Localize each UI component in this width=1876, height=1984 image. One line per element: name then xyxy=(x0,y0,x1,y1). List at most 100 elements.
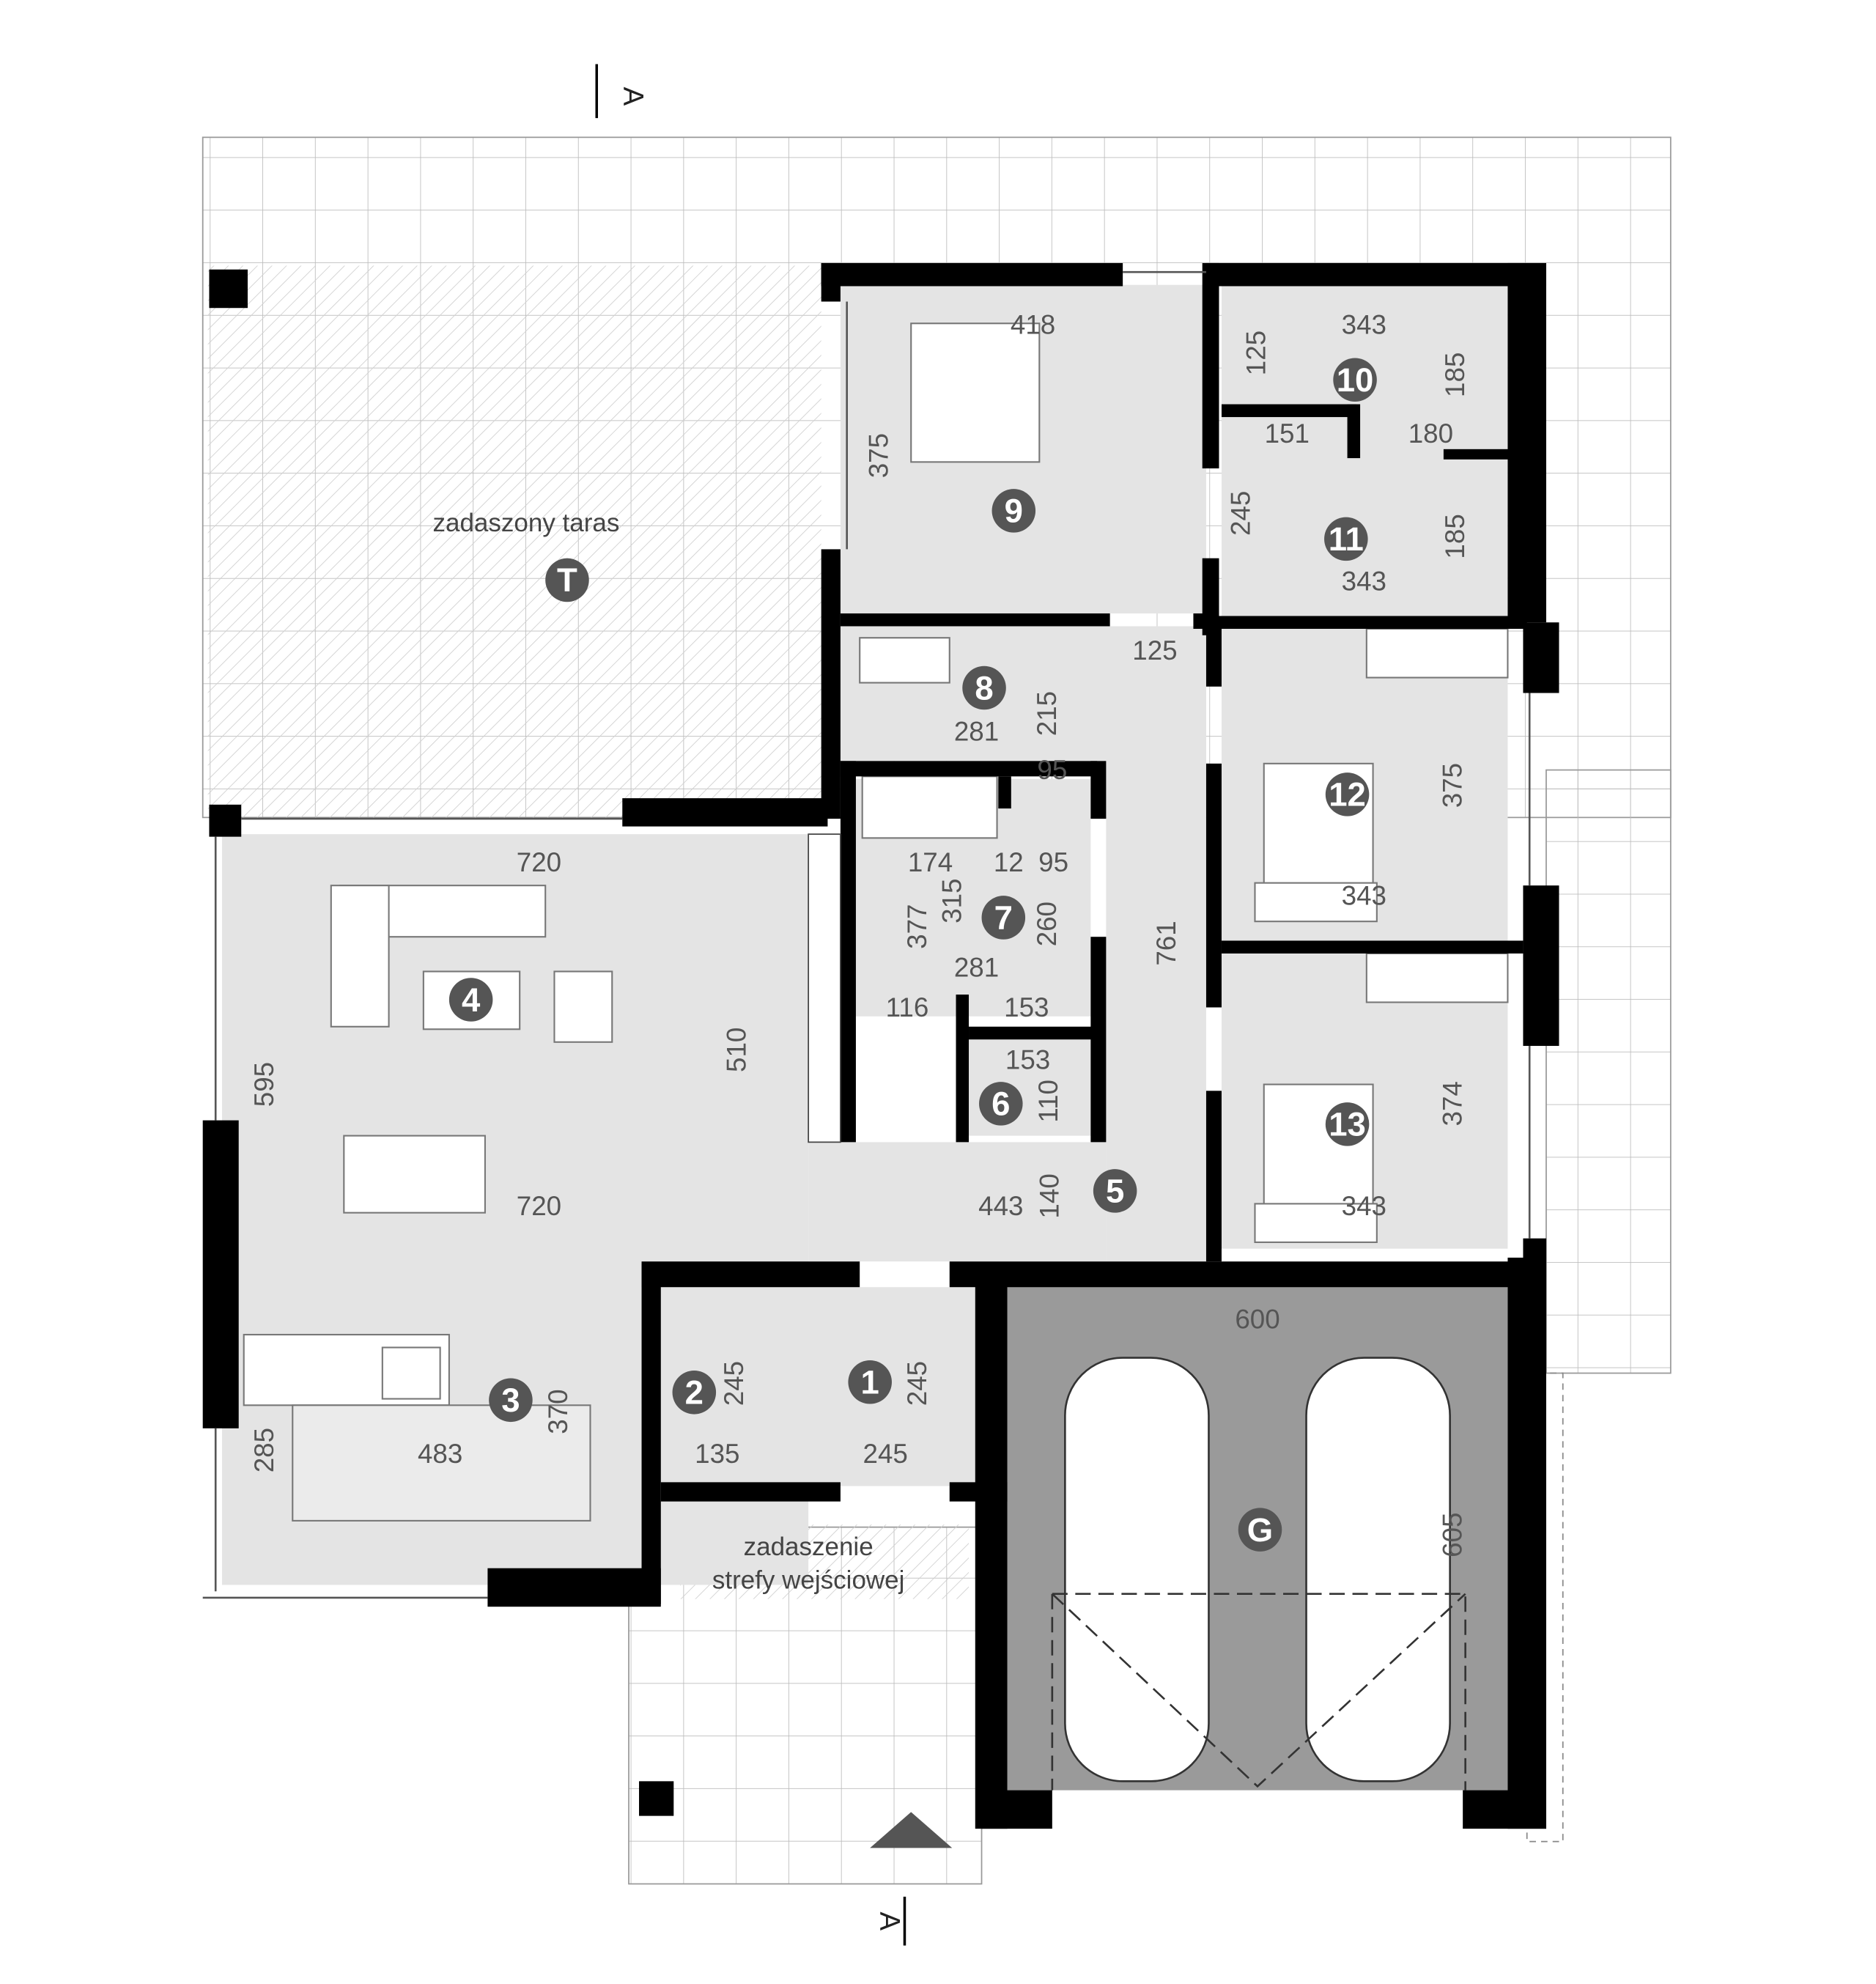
dimension-label: 720 xyxy=(517,847,561,877)
dimension-label: 12 xyxy=(994,847,1024,877)
walls xyxy=(202,262,1559,1829)
section-marker-top: A xyxy=(595,64,649,119)
bathtub xyxy=(861,775,998,839)
dimension-label: 343 xyxy=(1342,1191,1386,1221)
dimension-label: 343 xyxy=(1342,309,1386,339)
dimension-label: 125 xyxy=(1132,635,1177,665)
room-number: 11 xyxy=(1329,520,1364,558)
dimension-label: 370 xyxy=(543,1389,573,1434)
room-number: 8 xyxy=(975,669,993,707)
dimension-label: 110 xyxy=(1033,1080,1063,1123)
dimension-label: 375 xyxy=(864,433,894,478)
room-number: 4 xyxy=(462,981,481,1019)
dimension-label: 140 xyxy=(1035,1173,1065,1218)
room-badge-circle xyxy=(1324,517,1368,561)
room-number: 5 xyxy=(1106,1173,1124,1210)
room-number: 9 xyxy=(1005,493,1023,530)
room-badge-12: 12 xyxy=(1325,772,1370,816)
dimension-label: 135 xyxy=(695,1439,739,1469)
room-badge-11: 11 xyxy=(1324,517,1368,561)
furniture xyxy=(243,322,1509,1522)
dimension-label: 600 xyxy=(1235,1304,1279,1334)
room-badge-circle xyxy=(672,1371,717,1415)
dimension-label: 245 xyxy=(1225,491,1255,536)
dimension-label: 595 xyxy=(249,1062,279,1107)
room-badge-circle xyxy=(979,1082,1023,1126)
dimension-label: 343 xyxy=(1342,880,1386,910)
entrance-label-1: zadaszenie xyxy=(744,1533,874,1561)
dimension-label: 245 xyxy=(719,1361,749,1406)
room-number: 7 xyxy=(994,899,1013,937)
room-number: 12 xyxy=(1329,776,1366,814)
room-badge-6: 6 xyxy=(979,1082,1023,1126)
dimension-label: 245 xyxy=(863,1439,908,1469)
dimension-label: 151 xyxy=(1265,418,1310,449)
room-number: 13 xyxy=(1329,1106,1366,1143)
room-badges: T 9 10 11 8 12 7 4 13 6 5 3 2 1G xyxy=(448,358,1377,1552)
dimension-label: 510 xyxy=(721,1028,751,1072)
room-badge-circle xyxy=(545,558,589,602)
dimension-label: 95 xyxy=(1037,755,1067,785)
room-badge-5: 5 xyxy=(1093,1169,1137,1213)
cars xyxy=(1051,1357,1466,1791)
dimension-label: 315 xyxy=(937,879,967,923)
room-number: 1 xyxy=(861,1364,879,1401)
room-badge-8: 8 xyxy=(962,665,1006,710)
room-badge-circle xyxy=(991,489,1036,533)
room-badge-13: 13 xyxy=(1325,1102,1370,1146)
dimension-label: 605 xyxy=(1437,1512,1467,1557)
dimension-label: 418 xyxy=(1011,309,1055,339)
dimension-label: 281 xyxy=(954,952,999,982)
room-number: 2 xyxy=(685,1374,704,1412)
room-badge-9: 9 xyxy=(991,489,1036,533)
cooktop xyxy=(381,1346,441,1400)
entrance-label-2: strefy wejściowej xyxy=(712,1566,905,1595)
room-badge-circle xyxy=(962,665,1006,710)
car-right xyxy=(1305,1357,1451,1782)
section-label-top: A xyxy=(617,86,649,106)
washer-dryer xyxy=(859,637,950,684)
room-number: 3 xyxy=(501,1382,520,1419)
room-badge-t: T xyxy=(545,558,589,602)
dimension-label: 483 xyxy=(418,1439,462,1469)
covered-terrace-hatch xyxy=(207,265,821,818)
room-number: 6 xyxy=(991,1085,1010,1123)
dimension-label: 761 xyxy=(1151,921,1181,965)
dimension-label: 377 xyxy=(902,904,932,949)
room-badge-circle xyxy=(1238,1508,1282,1552)
kitchen-counter xyxy=(292,1404,591,1522)
dimension-label: 443 xyxy=(978,1191,1023,1221)
room-number: T xyxy=(557,561,577,599)
dining-table xyxy=(343,1135,486,1214)
dimension-label: 245 xyxy=(902,1361,932,1406)
room-badge-circle xyxy=(448,978,493,1022)
room-badge-circle xyxy=(1325,772,1370,816)
bed-13 xyxy=(1263,1083,1374,1207)
room-badge-3: 3 xyxy=(489,1378,533,1423)
dimension-label: 153 xyxy=(1005,1045,1050,1075)
windows xyxy=(202,270,1531,1599)
room-badge-circle xyxy=(848,1360,892,1404)
dimension-label: 125 xyxy=(1241,331,1271,375)
dimension-label: 180 xyxy=(1408,418,1453,449)
room-badge-4: 4 xyxy=(448,978,493,1022)
dimension-label: 215 xyxy=(1032,691,1062,736)
room-badge-circle xyxy=(1093,1169,1137,1213)
dimension-label: 720 xyxy=(517,1191,561,1221)
section-marker-bottom: A xyxy=(874,1896,906,1946)
room-number: G xyxy=(1247,1511,1273,1549)
dimension-label: 116 xyxy=(886,992,929,1022)
room-badge-g: G xyxy=(1238,1508,1282,1552)
armchair xyxy=(553,970,613,1043)
dimension-label: 374 xyxy=(1437,1081,1467,1126)
room-badge-circle xyxy=(1333,358,1377,402)
room-badge-10: 10 xyxy=(1333,358,1377,402)
dimension-label: 185 xyxy=(1440,353,1470,397)
dimension-label: 185 xyxy=(1440,514,1470,558)
room-badge-circle xyxy=(489,1378,533,1423)
room-badge-circle xyxy=(981,896,1026,940)
room-badge-1: 1 xyxy=(848,1360,892,1404)
room-badge-circle xyxy=(1325,1102,1370,1146)
room-number: 10 xyxy=(1337,361,1374,399)
